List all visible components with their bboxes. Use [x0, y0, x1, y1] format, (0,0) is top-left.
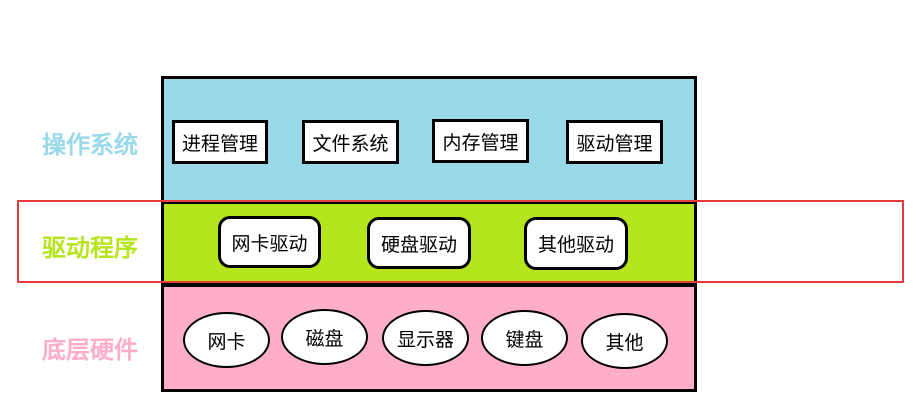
os-node-memory-management: 内存管理 [432, 119, 529, 163]
driver-layer-label: 驱动程序 [42, 234, 138, 262]
driver-layer-highlight [17, 200, 904, 283]
os-layer-label: 操作系统 [42, 131, 138, 159]
hardware-layer-label: 底层硬件 [42, 336, 138, 364]
hardware-node-keyboard: 键盘 [481, 310, 568, 366]
driver-node-nic-driver: 网卡驱动 [218, 216, 321, 268]
hardware-node-nic: 网卡 [183, 312, 270, 368]
os-node-file-system: 文件系统 [302, 120, 399, 164]
os-node-process-management: 进程管理 [172, 120, 268, 164]
hardware-node-disk: 磁盘 [281, 309, 368, 365]
driver-node-disk-driver: 硬盘驱动 [367, 217, 471, 269]
hardware-node-other: 其他 [581, 313, 668, 369]
driver-node-other-driver: 其他驱动 [524, 217, 628, 270]
hardware-node-display: 显示器 [382, 310, 469, 366]
os-node-driver-management: 驱动管理 [566, 120, 663, 164]
